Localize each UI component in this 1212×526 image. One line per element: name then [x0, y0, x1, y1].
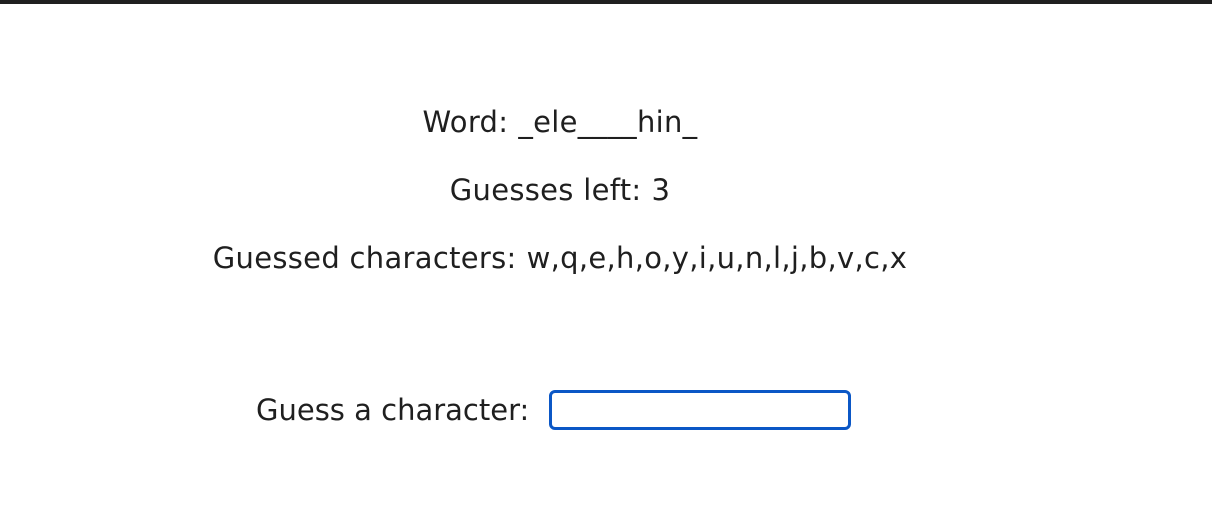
guessed-characters-value: w,q,e,h,o,y,i,u,n,l,j,b,v,c,x: [526, 241, 908, 275]
guessed-characters-label: Guessed characters:: [212, 241, 517, 275]
guess-label: Guess a character:: [256, 393, 530, 427]
guesses-left-value: 3: [651, 173, 671, 207]
guesses-left-display: Guesses left: 3: [0, 173, 1120, 207]
guessed-characters-display: Guessed characters: w,q,e,h,o,y,i,u,n,l,j…: [0, 241, 1120, 275]
hangman-game: Word: _ele____hin_ Guesses left: 3 Guessed…: [0, 105, 1120, 432]
guess-input[interactable]: [549, 390, 852, 430]
word-value: _ele____hin_: [518, 105, 698, 139]
word-label: Word:: [422, 105, 509, 139]
guesses-left-label: Guesses left:: [449, 173, 642, 207]
word-display: Word: _ele____hin_: [0, 105, 1120, 139]
guess-form: Guess a character:: [256, 388, 852, 432]
top-border: [0, 0, 1212, 4]
